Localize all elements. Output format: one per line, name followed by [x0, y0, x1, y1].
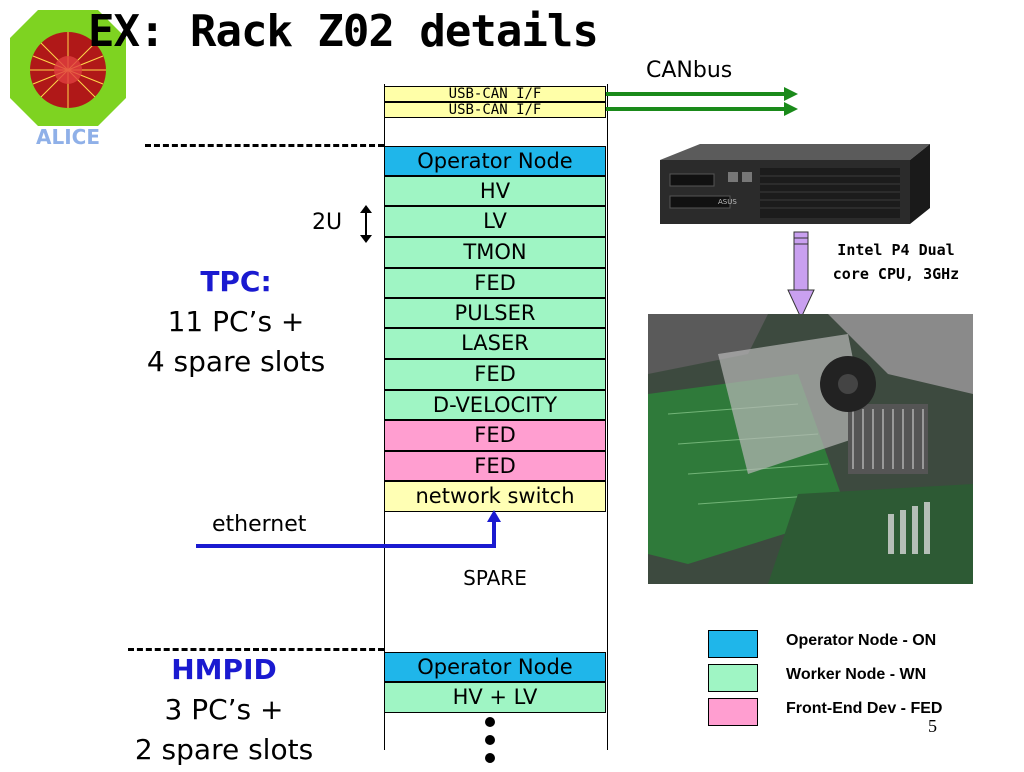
- legend-swatch-fed: [708, 698, 758, 726]
- tpc-slot-fed-2: FED: [384, 359, 606, 390]
- tpc-slot-hv: HV: [384, 176, 606, 206]
- motherboard-photo: [648, 314, 973, 584]
- tpc-slot-fed-4: FED: [384, 451, 606, 481]
- hmpid-slot-hv-lv: HV + LV: [384, 682, 606, 713]
- tpc-slot-network-switch: network switch: [384, 481, 606, 512]
- twou-double-arrow: [358, 204, 374, 244]
- tpc-line1: 11 PC’s +: [167, 305, 305, 338]
- cpu-caption-line2: core CPU, 3GHz: [832, 265, 960, 283]
- ethernet-label: ethernet: [212, 512, 307, 537]
- usb-can-slot-1: USB-CAN I/F: [384, 86, 606, 102]
- page-number: 5: [928, 716, 937, 736]
- twou-label: 2U: [312, 210, 343, 235]
- canbus-arrows: [604, 84, 804, 118]
- tpc-dashed-separator: [145, 144, 384, 147]
- tpc-name: TPC:: [200, 265, 272, 298]
- usb-can-slot-2: USB-CAN I/F: [384, 102, 606, 118]
- alice-logo: ALICE: [8, 8, 128, 149]
- legend-label-fed: Front-End Dev - FED: [786, 700, 943, 717]
- server-brand: ASUS: [718, 198, 737, 206]
- hmpid-dashed-separator: [128, 648, 384, 651]
- tpc-slot-lv: LV: [384, 206, 606, 237]
- logo-text: ALICE: [36, 125, 100, 146]
- canbus-label: CANbus: [646, 58, 733, 83]
- cpu-caption: Intel P4 Dual core CPU, 3GHz: [806, 238, 986, 286]
- continuation-dots: [482, 712, 498, 768]
- hmpid-slot-operator-node: Operator Node: [384, 652, 606, 682]
- tpc-slot-pulser: PULSER: [384, 298, 606, 328]
- cpu-caption-line1: Intel P4 Dual: [837, 241, 955, 259]
- tpc-slot-fed-3: FED: [384, 420, 606, 451]
- rack-bottom-dash-left: [384, 715, 385, 750]
- tpc-slot-tmon: TMON: [384, 237, 606, 268]
- tpc-line2: 4 spare slots: [146, 345, 326, 378]
- hmpid-line2: 2 spare slots: [134, 733, 314, 766]
- tpc-slot-d-velocity: D-VELOCITY: [384, 390, 606, 420]
- legend-swatch-wn: [708, 664, 758, 692]
- spare-label: SPARE: [463, 566, 527, 590]
- hmpid-line1: 3 PC’s +: [164, 693, 284, 726]
- legend-label-on: Operator Node - ON: [786, 632, 937, 649]
- tpc-slot-fed: FED: [384, 268, 606, 298]
- cpu-pointer-arrow: [786, 230, 816, 320]
- ethernet-cable-arrow: [196, 510, 506, 550]
- server-chassis-image: ASUS: [640, 140, 930, 228]
- hmpid-description: HMPID 3 PC’s + 2 spare slots: [100, 650, 348, 770]
- tpc-description: TPC: 11 PC’s + 4 spare slots: [118, 262, 354, 382]
- legend-swatch-on: [708, 630, 758, 658]
- tpc-slot-operator-node: Operator Node: [384, 146, 606, 176]
- tpc-slot-laser: LASER: [384, 328, 606, 359]
- hmpid-name: HMPID: [171, 653, 277, 686]
- page-title: EX: Rack Z02 details: [88, 6, 599, 57]
- legend-label-wn: Worker Node - WN: [786, 666, 927, 683]
